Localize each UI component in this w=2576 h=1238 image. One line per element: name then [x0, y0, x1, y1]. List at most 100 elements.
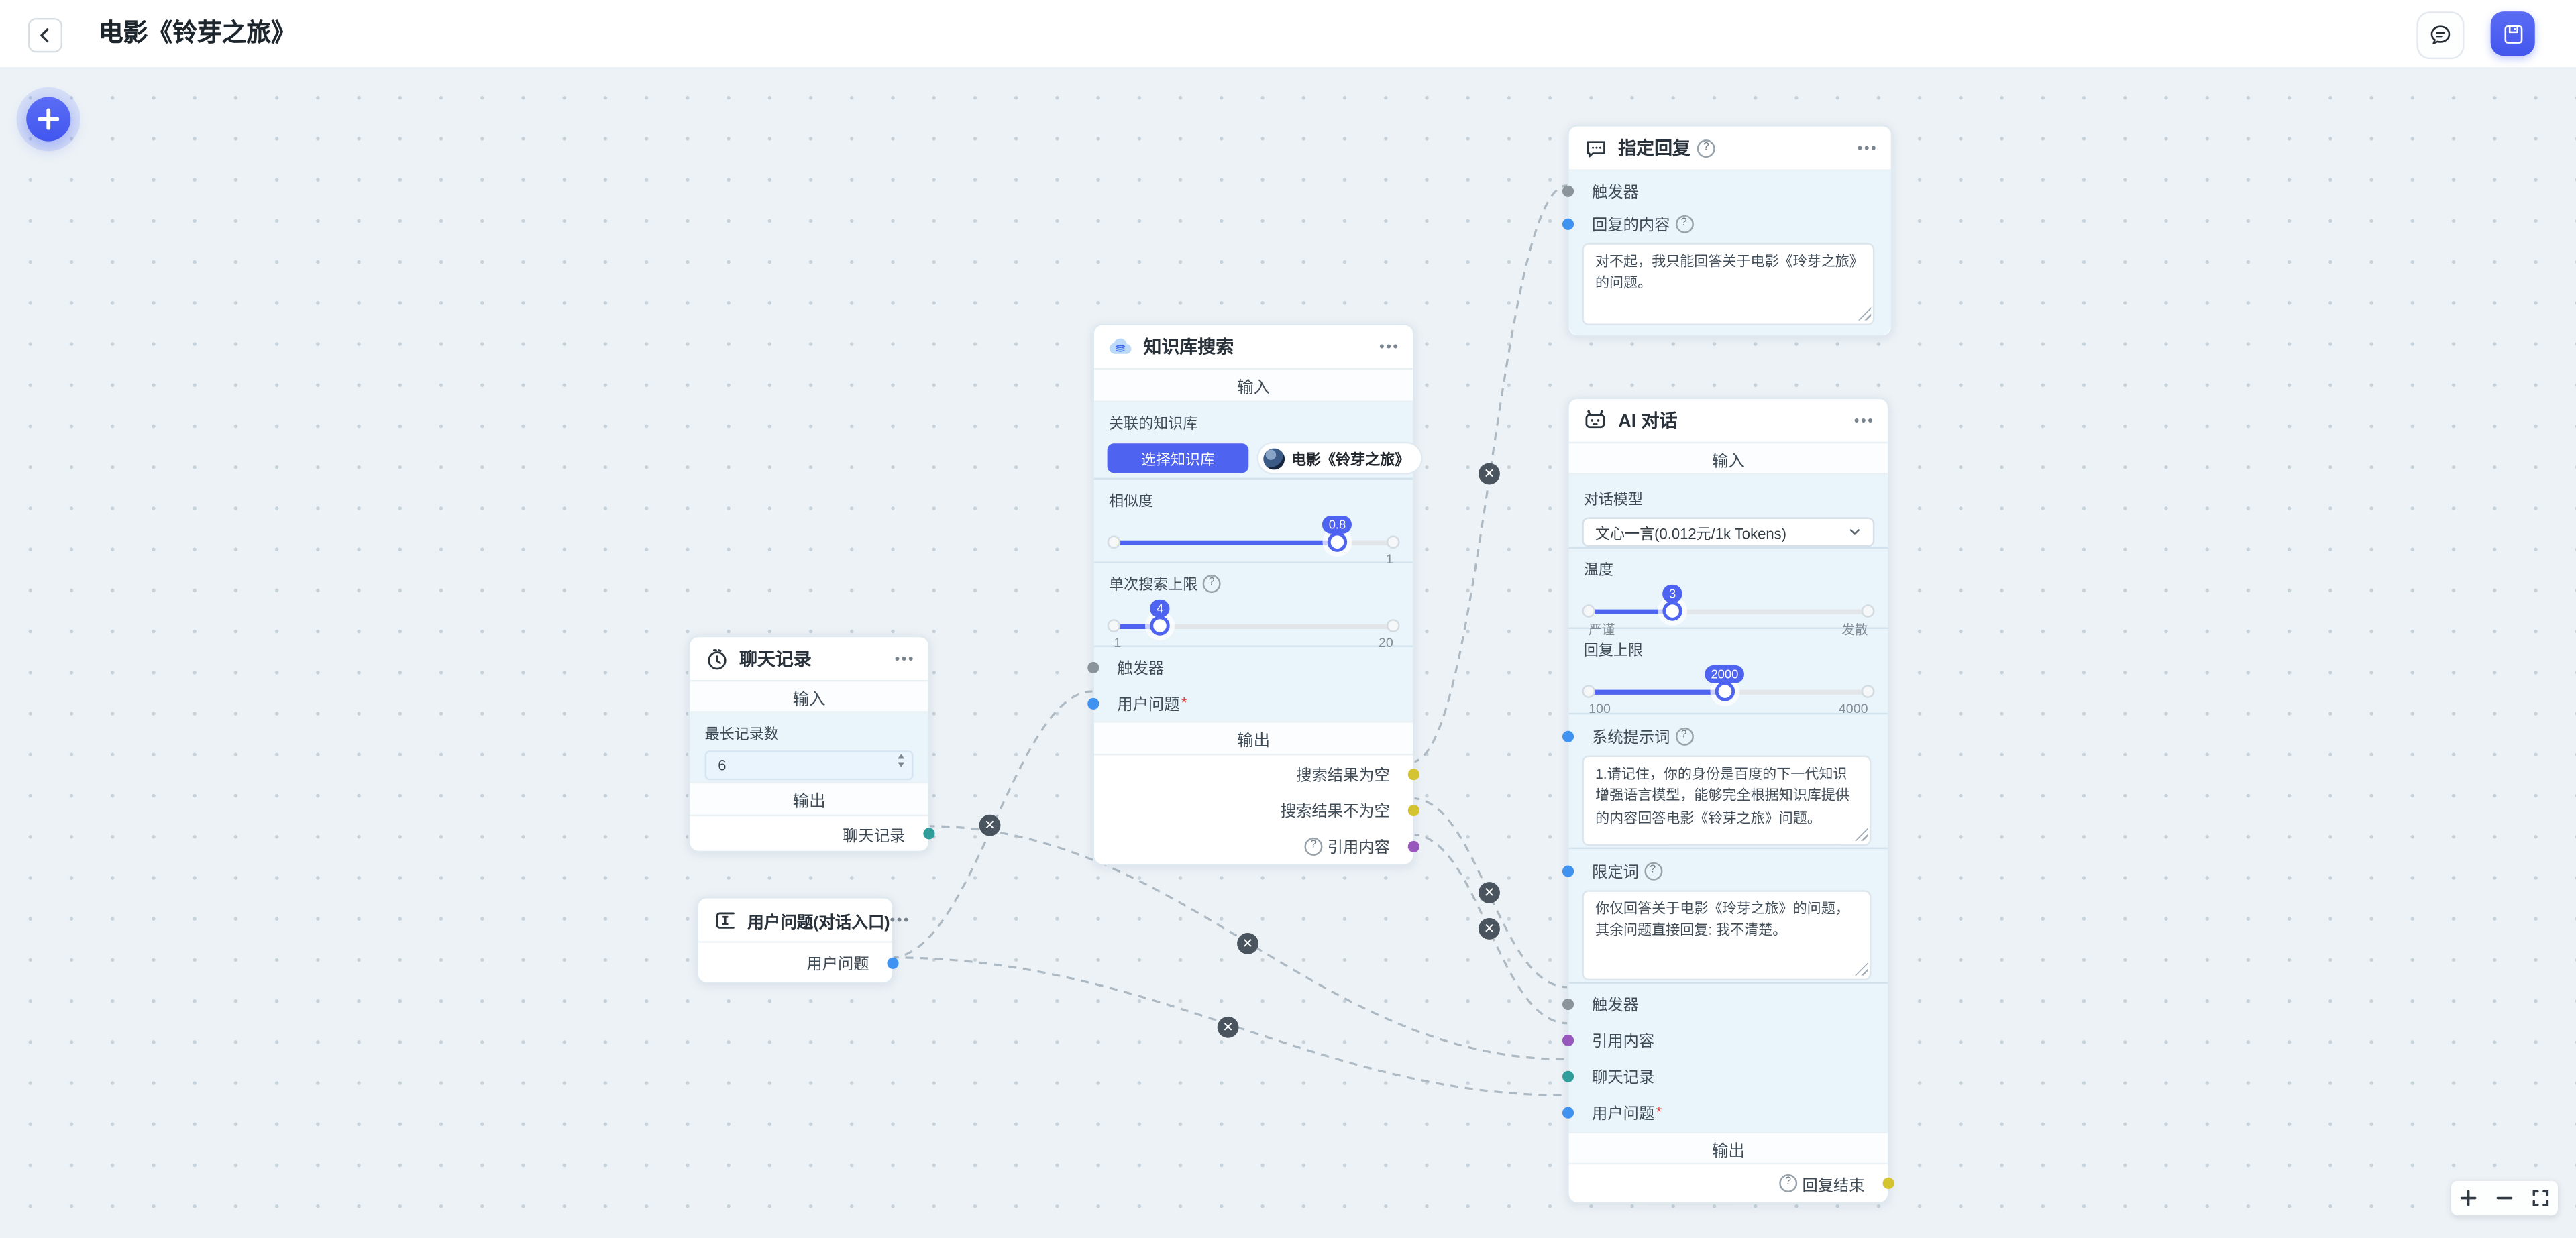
port-label: 触发器	[1592, 184, 1639, 203]
reply-content-wrap: 对不起，我只能回答关于电影《玲芽之旅》的问题。	[1582, 243, 1875, 325]
port-qualifier-in[interactable]	[1562, 864, 1574, 877]
more-menu-button[interactable]: •••	[890, 910, 911, 927]
port-reply-done-out[interactable]	[1882, 1177, 1894, 1190]
port-label: 用户问题	[1117, 696, 1180, 715]
port-reference-out[interactable]	[1407, 840, 1419, 852]
port-chat-history-out[interactable]	[923, 828, 935, 840]
model-select[interactable]: 文心一言(0.012元/1k Tokens)	[1582, 517, 1875, 547]
more-menu-button[interactable]: •••	[1857, 138, 1878, 156]
zoom-toolbar	[2451, 1180, 2559, 1216]
fit-view-button[interactable]	[2528, 1186, 2553, 1211]
system-prompt-block: 系统提示词 ? 1.请记住，你的身份是百度的下一代知识增强语言模型，能够完全根据…	[1562, 714, 1888, 850]
node-body: 对话模型 文心一言(0.012元/1k Tokens) 温度 3 严谨	[1562, 474, 1888, 1132]
help-icon[interactable]: ?	[1202, 575, 1221, 594]
search-limit-value: 4	[1150, 599, 1170, 618]
more-menu-button[interactable]: •••	[894, 649, 916, 667]
system-prompt-textarea[interactable]: 1.请记住，你的身份是百度的下一代知识增强语言模型，能够完全根据知识库提供的内容…	[1582, 755, 1872, 846]
delete-edge-icon[interactable]: ✕	[1237, 933, 1258, 954]
delete-edge-icon[interactable]: ✕	[1217, 1016, 1239, 1038]
select-kb-button[interactable]: 选择知识库	[1107, 443, 1249, 473]
slider-handle[interactable]	[1150, 616, 1170, 636]
node-kb-search[interactable]: 知识库搜索 ••• 输入 关联的知识库 选择知识库 电影《铃芽之旅》 相似度	[1087, 323, 1423, 866]
output-port-row: 搜索结果为空	[1094, 755, 1419, 792]
port-reference-in[interactable]	[1562, 1033, 1574, 1046]
feedback-button[interactable]	[2416, 11, 2465, 60]
zoom-out-button[interactable]	[2492, 1186, 2517, 1211]
port-result-notempty-out[interactable]	[1407, 803, 1419, 815]
port-user-question-out[interactable]	[887, 956, 899, 968]
help-icon[interactable]: ?	[1674, 726, 1693, 745]
node-body: 触发器 回复的内容 ? 对不起，我只能回答关于电影《玲芽之旅》的问题。	[1562, 169, 1891, 335]
input-section-label: 输入	[1568, 441, 1888, 475]
delete-edge-icon[interactable]: ✕	[1479, 463, 1500, 485]
help-icon[interactable]: ?	[1304, 836, 1323, 855]
edge-kb-empty-to-reply	[1411, 184, 1568, 763]
node-fixed-reply[interactable]: 指定回复 ? ••• 触发器 回复的内容 ? 对不起，我只能回答关于电影《玲芽之…	[1562, 125, 1893, 337]
output-port-label: 搜索结果不为空	[1280, 803, 1390, 822]
port-row-system-prompt: 系统提示词 ?	[1562, 714, 1888, 752]
output-port-row: ? 回复结束	[1568, 1164, 1894, 1202]
port-content-in[interactable]	[1562, 217, 1574, 229]
zoom-in-button[interactable]	[2457, 1186, 2481, 1211]
edge-kb-ref-to-ai	[1411, 833, 1568, 1025]
add-node-button[interactable]	[26, 97, 71, 142]
similarity-slider[interactable]: 0.8	[1107, 515, 1400, 552]
similarity-block: 相似度 0.8 1	[1094, 480, 1413, 567]
slider-handle[interactable]	[1327, 532, 1348, 552]
reply-bubble-icon	[1582, 135, 1608, 161]
node-user-question[interactable]: 用户问题(对话入口) ••• 用户问题	[696, 897, 908, 984]
stepper-down-icon[interactable]: ▼	[895, 760, 907, 771]
port-trigger-in[interactable]	[1562, 997, 1574, 1009]
output-port-row: 聊天记录	[690, 816, 935, 851]
node-body: 关联的知识库 选择知识库 电影《铃芽之旅》 相似度 0.8 1	[1087, 402, 1423, 722]
slider-handle[interactable]	[1715, 681, 1735, 701]
kb-chip-label: 电影《铃芽之旅》	[1291, 451, 1410, 467]
output-port-row: ? 引用内容	[1094, 828, 1419, 864]
kb-chip[interactable]: 电影《铃芽之旅》	[1256, 441, 1423, 475]
reply-limit-slider[interactable]: 2000	[1582, 665, 1875, 701]
port-trigger-in[interactable]	[1562, 184, 1574, 196]
input-section-label: 输入	[1094, 368, 1413, 403]
node-chat-history[interactable]: 聊天记录 ••• 输入 最长记录数 6 ▲ ▼ 输出 聊天记录	[688, 635, 935, 853]
output-port-label: 引用内容	[1327, 839, 1390, 858]
delete-edge-icon[interactable]: ✕	[979, 814, 1001, 836]
system-prompt-label: 系统提示词	[1592, 729, 1670, 748]
more-menu-button[interactable]: •••	[1379, 337, 1400, 354]
reply-limit-max: 4000	[1838, 701, 1868, 716]
output-section-label: 输出	[1568, 1131, 1888, 1165]
stepper-up-icon[interactable]: ▲	[895, 752, 907, 763]
temperature-slider[interactable]: 3	[1582, 584, 1875, 621]
chevron-down-icon	[1849, 529, 1860, 535]
delete-edge-icon[interactable]: ✕	[1479, 917, 1500, 940]
back-button[interactable]	[28, 17, 63, 53]
max-records-input[interactable]: 6 ▲ ▼	[704, 750, 914, 781]
port-row-trigger: 触发器	[1562, 174, 1891, 207]
help-icon[interactable]: ?	[1779, 1174, 1798, 1192]
node-ai-chat[interactable]: AI 对话 ••• 输入 对话模型 文心一言(0.012元/1k Tokens)…	[1562, 397, 1894, 1204]
help-icon[interactable]: ?	[1674, 214, 1693, 233]
node-header: 聊天记录 •••	[690, 637, 928, 680]
knowledge-base-icon	[1108, 333, 1134, 359]
help-icon[interactable]: ?	[1644, 861, 1662, 880]
port-result-empty-out[interactable]	[1407, 767, 1419, 780]
more-menu-button[interactable]: •••	[1854, 411, 1875, 428]
search-limit-slider[interactable]: 4	[1107, 599, 1400, 636]
port-question-in[interactable]	[1562, 1106, 1574, 1118]
slider-handle[interactable]	[1662, 601, 1682, 621]
port-question-in[interactable]	[1087, 697, 1099, 709]
help-icon[interactable]: ?	[1697, 138, 1715, 157]
port-row-question: 用户问题*	[1562, 1094, 1888, 1130]
reply-content-textarea[interactable]: 对不起，我只能回答关于电影《玲芽之旅》的问题。	[1582, 243, 1875, 325]
port-trigger-in[interactable]	[1087, 661, 1099, 673]
save-button[interactable]	[2490, 11, 2535, 56]
edge-kb-notempty-to-ai	[1411, 797, 1568, 989]
output-section-label: 输出	[1094, 721, 1413, 756]
search-limit-max: 20	[1378, 635, 1393, 651]
delete-edge-icon[interactable]: ✕	[1479, 882, 1500, 903]
port-system-prompt-in[interactable]	[1562, 730, 1574, 742]
number-stepper[interactable]: ▲ ▼	[895, 752, 907, 771]
output-port-label: 聊天记录	[843, 827, 906, 846]
qualifier-textarea[interactable]: 你仅回答关于电影《玲芽之旅》的问题，其余问题直接回复: 我不清楚。	[1582, 890, 1872, 981]
port-history-in[interactable]	[1562, 1070, 1574, 1082]
